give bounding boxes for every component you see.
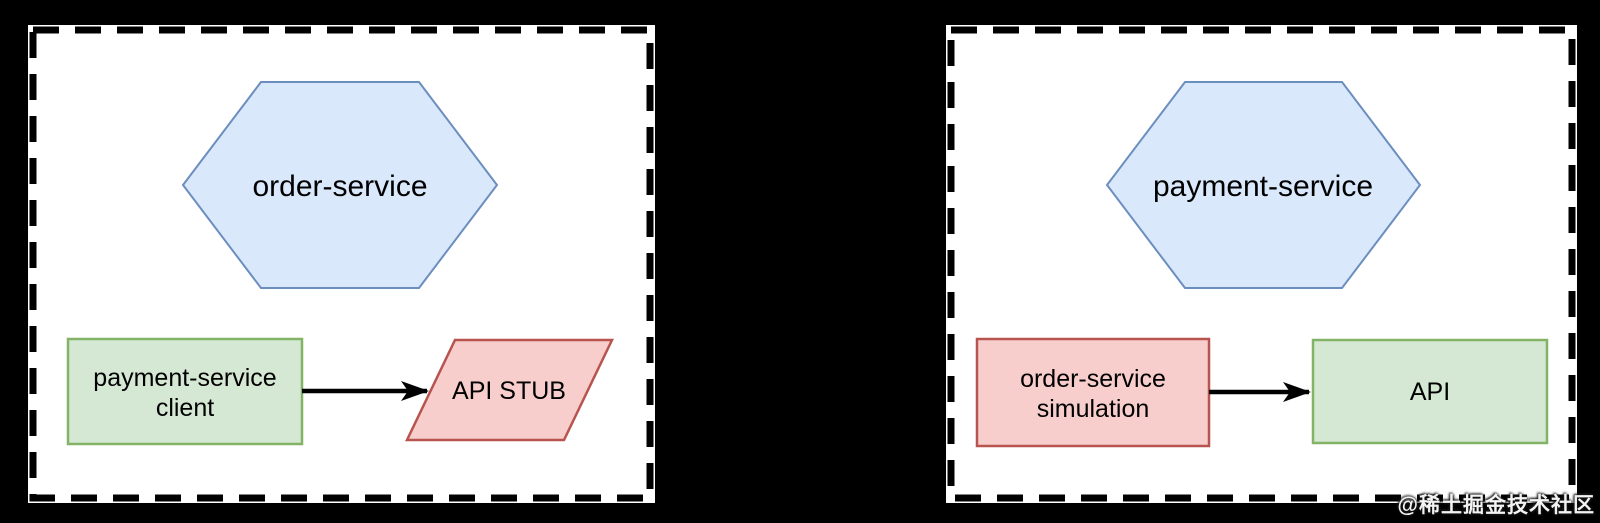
- payment-service-client-label-line2: client: [156, 394, 214, 422]
- api-stub-label: API STUB: [452, 377, 566, 405]
- order-service-hexagon-label: order-service: [252, 170, 427, 203]
- payment-service-client-box: [66, 337, 304, 446]
- payment-service-hexagon-label: payment-service: [1153, 170, 1373, 203]
- order-service-simulation-box: [975, 337, 1211, 448]
- panel-dashed-border: [947, 26, 1576, 502]
- order-service-hexagon: [181, 81, 499, 289]
- panel-dashed-border: [29, 26, 654, 502]
- payment-service-hexagon: [1105, 81, 1422, 289]
- order-service-simulation-label-line2: simulation: [1037, 395, 1150, 423]
- payment-service-client-label-line1: payment-service: [93, 364, 276, 392]
- simulation-pattern-panel: payment-service order-service simulation…: [946, 25, 1577, 503]
- api-box: [1311, 338, 1549, 445]
- stub-pattern-panel: order-service payment-service client API…: [28, 25, 655, 503]
- api-stub-parallelogram: [405, 338, 614, 442]
- api-label: API: [1410, 378, 1450, 406]
- watermark: @稀土掘金技术社区: [1397, 494, 1595, 517]
- order-service-simulation-label-line1: order-service: [1020, 365, 1166, 393]
